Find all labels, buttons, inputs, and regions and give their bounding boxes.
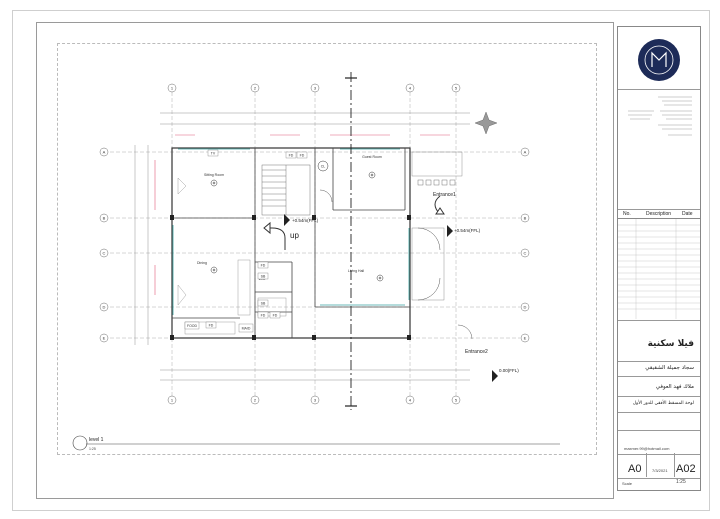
divider <box>618 429 700 431</box>
tag-fd-2: FD <box>300 154 305 158</box>
office-notes-text-block <box>628 96 692 136</box>
tag-food: FOOD <box>187 324 198 328</box>
viewport-boundary <box>57 43 597 455</box>
owner-name: ملاك فهد العوفي <box>655 384 694 390</box>
scale-value: 1:25 <box>676 479 686 485</box>
view-title: level 1 <box>89 437 104 443</box>
door-swings <box>319 189 473 340</box>
room-label-living: Living Hall <box>348 269 364 273</box>
grid-label-left-a: A <box>103 150 106 155</box>
elevation-marker-icon <box>284 214 498 382</box>
tag-fd-3: FD <box>261 264 266 268</box>
entry-steps <box>417 179 456 186</box>
tag-fd-5: FD <box>209 324 214 328</box>
project-name: فيلا سكنية <box>647 339 694 349</box>
grid-label-bottom-3: 3 <box>314 398 317 403</box>
tag-sb-2: SB <box>261 302 266 306</box>
view-scale: 1:25 <box>89 447 96 451</box>
tag-fd-4: FD <box>273 314 278 318</box>
exterior-walls <box>171 147 411 339</box>
divider-v <box>674 453 675 477</box>
light-fixtures <box>210 160 384 282</box>
grid-label-left-c: C <box>103 251 106 256</box>
grid-label-right-e: E <box>524 336 527 341</box>
entrance2-label: Entrance2 <box>465 349 488 355</box>
up-arrow-icon <box>263 221 286 250</box>
rev-description-header: Description <box>646 211 672 217</box>
title-block: No. Description Date فيلا سكنية سجاد جمي… <box>617 26 701 491</box>
drawing-sheet <box>12 10 710 511</box>
grid-label-top-2: 2 <box>254 86 257 91</box>
office-notes-panel <box>618 89 700 210</box>
grid-label-top-4: 4 <box>409 86 412 91</box>
tag-cl: CL <box>321 165 326 169</box>
logo-panel <box>618 27 700 90</box>
tag-sb-1: SB <box>261 275 266 279</box>
sheet-title: لوحة المسقط الأفقي للدور الأول <box>632 401 694 406</box>
section-marks <box>154 134 450 295</box>
entry-porch <box>411 227 445 301</box>
entrance1-label: Entrance1 <box>433 192 456 198</box>
grid-label-top-3: 3 <box>314 86 317 91</box>
grid-label-top-5: 5 <box>455 86 458 91</box>
room-label-dining: Dining <box>197 261 207 265</box>
dimension-lines <box>134 112 470 381</box>
divider <box>618 375 700 377</box>
grid-label-bottom-4: 4 <box>409 398 412 403</box>
divider <box>618 453 700 455</box>
sheet-number: A02 <box>676 463 696 475</box>
grid-label-top-1: 1 <box>171 86 174 91</box>
furniture <box>177 177 287 335</box>
drawing-frame <box>36 22 614 499</box>
up-label: up <box>290 231 299 240</box>
grid-label-right-d: D <box>524 305 527 310</box>
rev-date-header: Date <box>682 211 693 217</box>
divider <box>618 360 700 362</box>
tag-fd-1: FD <box>289 154 294 158</box>
sheet-size: A0 <box>628 463 642 475</box>
designer-name: سجاد جميلة الشقيقي <box>645 365 694 371</box>
sheet-date: 7/3/2021 <box>652 468 668 473</box>
entrance-arrow-icon <box>434 195 445 215</box>
view-title-bubble <box>72 435 88 451</box>
grid-label-left-e: E <box>103 336 106 341</box>
revision-table <box>618 219 700 319</box>
grid-label-right-a: A <box>524 150 527 155</box>
grid-label-bottom-1: 1 <box>171 398 174 403</box>
tag-tv: TV <box>211 152 216 156</box>
tag-fd-6: FD <box>261 314 266 318</box>
rev-table-bottom <box>618 319 700 321</box>
staircase <box>261 164 311 216</box>
interior-walls <box>172 148 410 338</box>
grid-bubbles <box>99 83 530 405</box>
divider <box>618 395 700 397</box>
grid-label-right-c: C <box>524 251 527 256</box>
windows <box>172 148 410 315</box>
contact-email: maxmer.99@hotmail.com <box>624 446 670 451</box>
elevation-entrance: +0.54m(FFL) <box>454 228 481 233</box>
column-markers <box>170 215 411 340</box>
tag-maid: MAID <box>242 327 251 331</box>
guest-room-bath <box>411 151 463 177</box>
divider <box>618 411 700 413</box>
grid-label-bottom-2: 2 <box>254 398 257 403</box>
scale-label: Scale <box>622 481 633 486</box>
grid-label-left-b: B <box>103 216 106 221</box>
divider <box>618 477 700 479</box>
company-logo <box>638 39 680 81</box>
north-arrow-icon <box>474 111 498 135</box>
divider-v <box>646 453 647 477</box>
elevation-exterior: 0.00(FFL) <box>499 368 519 373</box>
grid-label-bottom-5: 5 <box>455 398 458 403</box>
room-label-guest: Guest Room <box>362 155 382 159</box>
grid-label-left-d: D <box>103 305 106 310</box>
rev-no-header: No. <box>623 211 631 217</box>
revision-header: No. Description Date <box>618 210 700 219</box>
room-label-sitting: Sitting Room <box>204 173 224 177</box>
grid-label-right-b: B <box>524 216 527 221</box>
elevation-stair: +0.54m(FFL) <box>292 218 319 223</box>
